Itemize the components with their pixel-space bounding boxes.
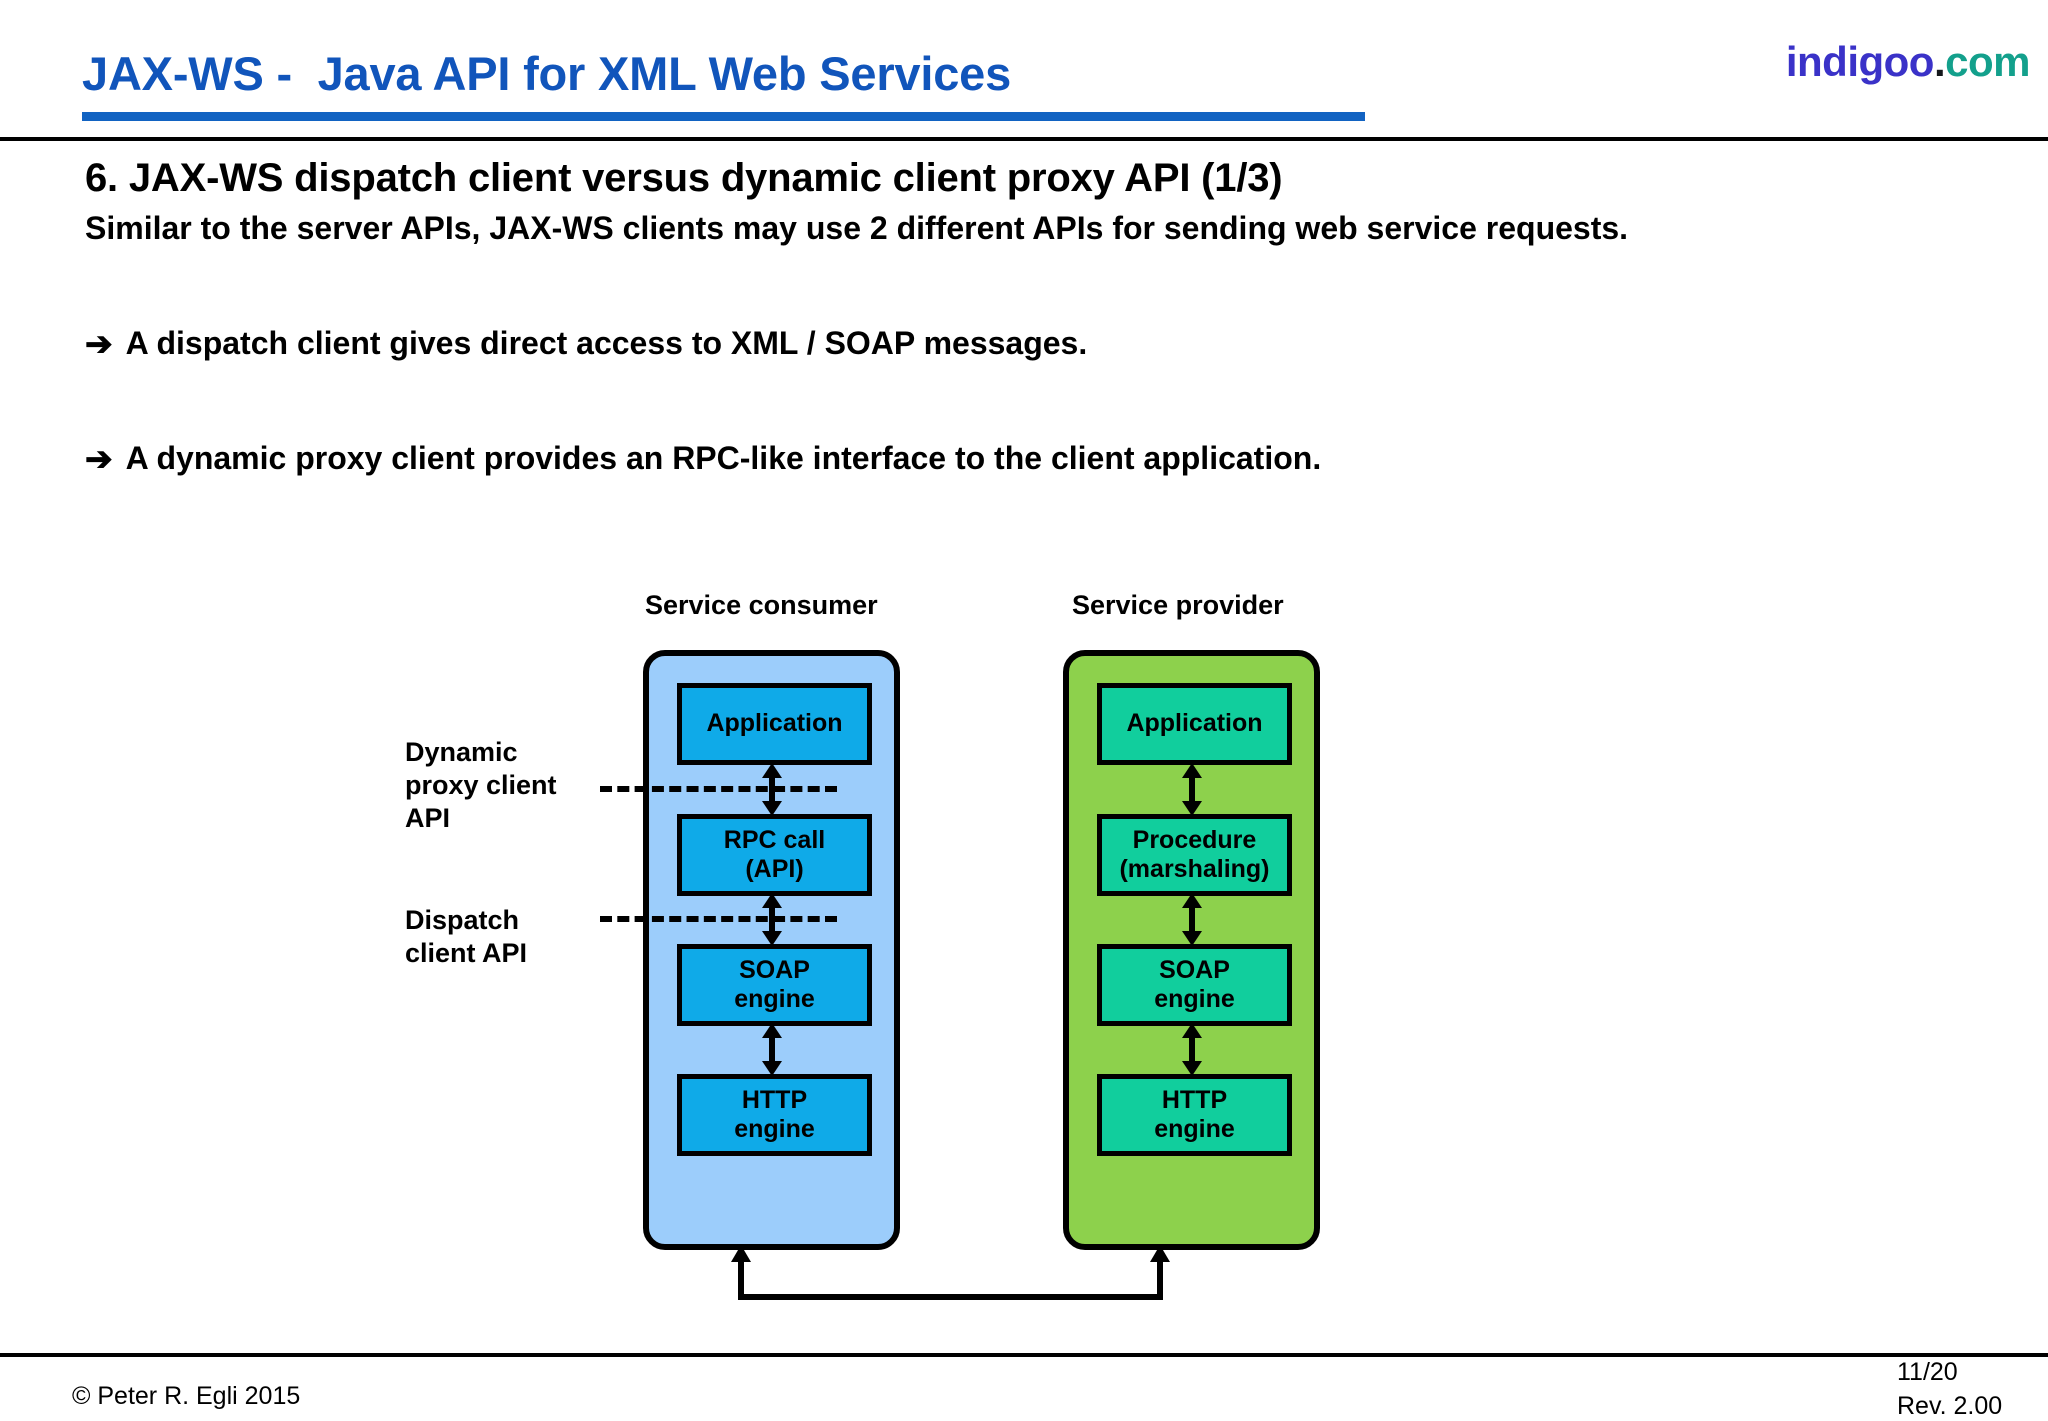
layer-line-2: engine [734,985,815,1013]
consumer-arrow-soap-to-http [756,1023,788,1076]
provider-arrow-procedure-to-soap [1176,893,1208,946]
api-label-dynamic-proxy-client: Dynamic proxy client API [405,737,557,833]
layer-line-2: (API) [745,855,804,883]
layer-line-1: SOAP [739,955,810,984]
layer-line-1: RPC call [723,825,826,854]
content-block: 6. JAX-WS dispatch client versus dynamic… [85,156,1985,481]
provider-arrow-soap-to-http [1176,1023,1208,1076]
layer-line-2: (marshaling) [1119,855,1270,883]
provider-layer-http-engine: HTTP engine [1097,1074,1292,1156]
layer-line-2: engine [1154,1115,1235,1143]
section-title: 6. JAX-WS dispatch client versus dynamic… [85,156,1283,200]
architecture-diagram: Service consumer Service provider Applic… [0,590,2048,1320]
bullet-label: A dynamic proxy client provides an RPC-l… [125,440,1322,477]
network-connector [600,1245,1240,1315]
dashed-boundary-dynamic-proxy-api [600,786,837,792]
provider-layer-application: Application [1097,683,1292,765]
footer-page-number: 11/20 [1897,1358,1958,1386]
api-label-dispatch-client: Dispatch client API [405,905,528,968]
brand-dot: . [1933,38,1946,85]
provider-arrow-app-to-procedure [1176,763,1208,816]
layer-line-1: Application [706,709,843,738]
service-consumer-stack: Application RPC call (API) SOAP engine [643,650,900,1250]
diagram-label-service-provider: Service provider [1072,590,1284,620]
provider-layer-soap-engine: SOAP engine [1097,944,1292,1026]
slide-header: JAX-WS - Java API for XML Web Services i… [0,0,2048,141]
layer-line-1: HTTP [741,1085,808,1114]
consumer-layer-http-engine: HTTP engine [677,1074,872,1156]
bullet-label: A dispatch client gives direct access to… [125,325,1088,362]
diagram-label-service-consumer: Service consumer [645,590,878,620]
consumer-layer-rpc-call: RPC call (API) [677,814,872,896]
brand-tld: com [1945,38,2030,85]
consumer-layer-soap-engine: SOAP engine [677,944,872,1026]
footer-revision: Rev. 2.00 [1897,1392,2003,1420]
layer-line-1: HTTP [1161,1085,1228,1114]
dashed-boundary-dispatch-client-api [600,916,837,922]
title-underline [82,112,1365,121]
page-title: JAX-WS - Java API for XML Web Services [82,47,1012,100]
arrow-right-icon: ➔ [85,440,113,478]
layer-line-1: Application [1126,709,1263,738]
provider-layer-procedure: Procedure (marshaling) [1097,814,1292,896]
layer-line-2: engine [734,1115,815,1143]
layer-line-1: Procedure [1132,825,1257,854]
arrow-right-icon: ➔ [85,325,113,363]
header-divider [0,137,2048,141]
bullet-item-dynamic-proxy: ➔ A dynamic proxy client provides an RPC… [85,438,1985,481]
footer-divider [0,1353,2048,1357]
layer-line-2: engine [1154,985,1235,1013]
footer-copyright: © Peter R. Egli 2015 [72,1382,301,1410]
service-provider-stack: Application Procedure (marshaling) SOAP … [1063,650,1320,1250]
consumer-layer-application: Application [677,683,872,765]
brand-name: indigoo [1785,38,1935,85]
brand-logo[interactable]: indigoo.com [1785,38,2031,86]
bullet-item-dispatch: ➔ A dispatch client gives direct access … [85,323,1985,366]
intro-paragraph: Similar to the server APIs, JAX-WS clien… [85,209,1629,246]
layer-line-1: SOAP [1159,955,1230,984]
